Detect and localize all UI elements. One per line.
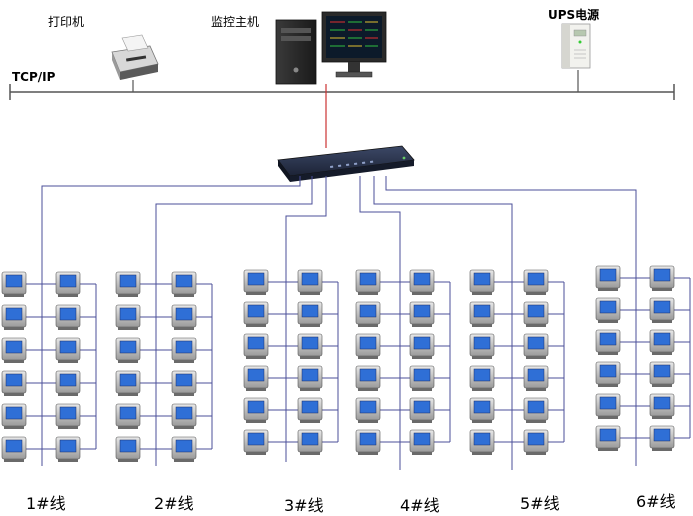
meter-5-L6 — [469, 429, 495, 455]
meter-5-L1 — [469, 269, 495, 295]
meter-3-R6 — [297, 429, 323, 455]
meter-5-L5 — [469, 397, 495, 423]
meter-1-R1 — [55, 271, 81, 297]
line-label-1: 1#线 — [26, 494, 66, 513]
meter-5-L4 — [469, 365, 495, 391]
bus-wires — [26, 176, 691, 470]
meter-5-R2 — [523, 301, 549, 327]
meter-1-R2 — [55, 304, 81, 330]
meter-5-R6 — [523, 429, 549, 455]
meter-2-L5 — [115, 403, 141, 429]
meter-6-L4 — [595, 361, 621, 387]
feeder-line-2 — [155, 176, 313, 466]
network-switch-icon — [277, 145, 415, 182]
meter-4-R1 — [409, 269, 435, 295]
meter-1-R5 — [55, 403, 81, 429]
meter-1-L5 — [1, 403, 27, 429]
meter-6-L3 — [595, 329, 621, 355]
meter-3-L4 — [243, 365, 269, 391]
meter-6-R2 — [649, 297, 675, 323]
meter-2-R1 — [171, 271, 197, 297]
meter-groups — [1, 265, 675, 462]
meter-4-L2 — [355, 301, 381, 327]
meter-5-R3 — [523, 333, 549, 359]
line-label-6: 6#线 — [636, 492, 676, 511]
meter-1-L1 — [1, 271, 27, 297]
meter-2-L4 — [115, 370, 141, 396]
meter-1-L6 — [1, 436, 27, 462]
feeder-line-5 — [373, 176, 513, 470]
meter-6-R3 — [649, 329, 675, 355]
meter-6-L5 — [595, 393, 621, 419]
meter-6-L2 — [595, 297, 621, 323]
meter-1-L4 — [1, 370, 27, 396]
meter-3-R4 — [297, 365, 323, 391]
line-label-4: 4#线 — [400, 496, 440, 515]
meter-4-L6 — [355, 429, 381, 455]
printer-icon — [111, 34, 159, 80]
network-label: TCP/IP — [12, 70, 56, 84]
meter-4-L1 — [355, 269, 381, 295]
meter-3-R2 — [297, 301, 323, 327]
meter-3-R5 — [297, 397, 323, 423]
ups-icon — [561, 23, 591, 69]
feeder-line-1 — [41, 176, 301, 466]
meter-2-L3 — [115, 337, 141, 363]
meter-6-L6 — [595, 425, 621, 451]
meter-3-R3 — [297, 333, 323, 359]
printer-label: 打印机 — [48, 15, 85, 29]
tcpip-bus — [9, 70, 675, 100]
meter-1-R4 — [55, 370, 81, 396]
meter-5-L2 — [469, 301, 495, 327]
meter-4-R5 — [409, 397, 435, 423]
line-label-2: 2#线 — [154, 494, 194, 513]
ups-label: UPS电源 — [548, 8, 600, 22]
meter-6-R4 — [649, 361, 675, 387]
meter-4-R4 — [409, 365, 435, 391]
meter-1-R3 — [55, 337, 81, 363]
meter-2-R5 — [171, 403, 197, 429]
meter-3-L1 — [243, 269, 269, 295]
meter-2-R3 — [171, 337, 197, 363]
meter-4-R2 — [409, 301, 435, 327]
meter-3-L2 — [243, 301, 269, 327]
meter-4-L3 — [355, 333, 381, 359]
meter-2-R4 — [171, 370, 197, 396]
meter-1-L2 — [1, 304, 27, 330]
meter-5-R5 — [523, 397, 549, 423]
meter-2-L1 — [115, 271, 141, 297]
meter-4-R6 — [409, 429, 435, 455]
meter-5-L3 — [469, 333, 495, 359]
feeder-line-6 — [385, 176, 637, 466]
meter-2-R2 — [171, 304, 197, 330]
feeder-line-3 — [285, 176, 327, 462]
host-computer-icon — [275, 11, 387, 85]
meter-2-R6 — [171, 436, 197, 462]
meter-2-L6 — [115, 436, 141, 462]
meter-4-L4 — [355, 365, 381, 391]
feeder-line-4 — [359, 176, 401, 470]
line-label-5: 5#线 — [520, 494, 560, 513]
meter-6-L1 — [595, 265, 621, 291]
host-label: 监控主机 — [211, 15, 260, 29]
meter-4-L5 — [355, 397, 381, 423]
meter-5-R1 — [523, 269, 549, 295]
meter-4-R3 — [409, 333, 435, 359]
meter-6-R6 — [649, 425, 675, 451]
meter-6-R1 — [649, 265, 675, 291]
meter-3-L3 — [243, 333, 269, 359]
meter-2-L2 — [115, 304, 141, 330]
meter-5-R4 — [523, 365, 549, 391]
meter-3-L6 — [243, 429, 269, 455]
meter-6-R5 — [649, 393, 675, 419]
meter-1-R6 — [55, 436, 81, 462]
meter-1-L3 — [1, 337, 27, 363]
meter-3-R1 — [297, 269, 323, 295]
line-label-3: 3#线 — [284, 496, 324, 515]
meter-3-L5 — [243, 397, 269, 423]
